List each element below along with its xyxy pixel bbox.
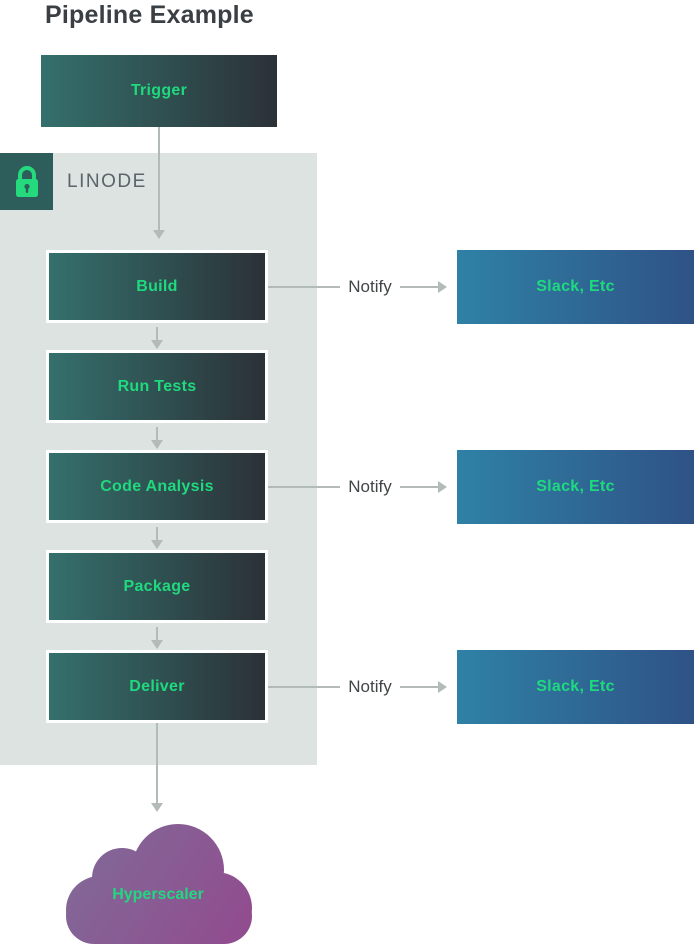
line-build-notify xyxy=(268,286,340,288)
node-run-tests: Run Tests xyxy=(46,350,268,423)
arrowhead-down-icon xyxy=(151,803,163,812)
node-slack-1: Slack, Etc xyxy=(457,250,694,324)
notify-label: Notify xyxy=(348,477,392,496)
node-trigger: Trigger xyxy=(41,55,277,127)
node-code-analysis: Code Analysis xyxy=(46,450,268,523)
linode-label: LINODE xyxy=(67,171,147,192)
arrow-notify-to-slack xyxy=(400,286,438,288)
arrowhead-down-icon xyxy=(151,440,163,449)
node-slack-3: Slack, Etc xyxy=(457,650,694,724)
node-build: Build xyxy=(46,250,268,323)
node-trigger-label: Trigger xyxy=(130,82,188,99)
arrow-package-to-deliver xyxy=(156,627,158,640)
line-deliver-notify xyxy=(268,686,340,688)
node-code-analysis-label: Code Analysis xyxy=(100,477,214,495)
node-slack-label: Slack, Etc xyxy=(536,478,615,495)
arrowhead-down-icon xyxy=(153,230,165,239)
lock-badge xyxy=(0,153,53,210)
cloud-icon xyxy=(66,824,252,944)
node-package: Package xyxy=(46,550,268,623)
notify-label: Notify xyxy=(348,277,392,296)
arrowhead-right-icon xyxy=(438,481,447,493)
node-package-label: Package xyxy=(123,577,191,595)
lock-icon xyxy=(15,165,38,197)
notify-label: Notify xyxy=(348,677,392,696)
arrow-notify-to-slack xyxy=(400,486,438,488)
arrow-build-to-runtests xyxy=(156,327,158,340)
node-slack-2: Slack, Etc xyxy=(457,450,694,524)
node-build-label: Build xyxy=(136,277,178,295)
arrowhead-down-icon xyxy=(151,340,163,349)
line-codeanalysis-notify xyxy=(268,486,340,488)
node-slack-label: Slack, Etc xyxy=(536,278,615,295)
arrowhead-right-icon xyxy=(438,681,447,693)
arrowhead-right-icon xyxy=(438,281,447,293)
arrow-notify-to-slack xyxy=(400,686,438,688)
arrow-codeanalysis-to-package xyxy=(156,527,158,540)
node-run-tests-label: Run Tests xyxy=(117,377,197,395)
page-title: Pipeline Example xyxy=(45,1,254,29)
node-deliver-label: Deliver xyxy=(129,677,185,695)
arrow-trigger-to-build xyxy=(158,127,160,230)
node-deliver: Deliver xyxy=(46,650,268,723)
node-slack-label: Slack, Etc xyxy=(536,678,615,695)
cloud-label: Hyperscaler xyxy=(112,886,204,903)
arrowhead-down-icon xyxy=(151,640,163,649)
arrow-deliver-to-cloud xyxy=(156,723,158,803)
arrowhead-down-icon xyxy=(151,540,163,549)
arrow-runtests-to-codeanalysis xyxy=(156,427,158,440)
